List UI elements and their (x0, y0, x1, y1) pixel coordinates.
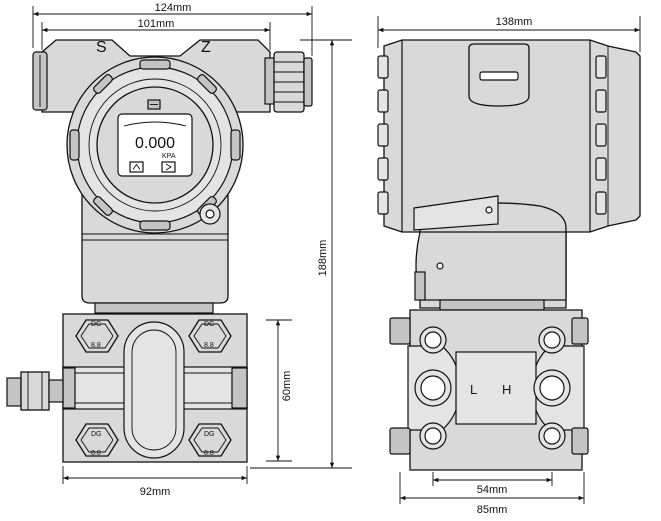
side-tag-clip (413, 195, 499, 231)
flange-bolt: DG 8.8 (75, 423, 119, 457)
housing-label-s: S (96, 39, 107, 56)
dim-overall-height: 188mm (317, 240, 329, 277)
port-label-low: L (470, 382, 477, 397)
right-key-icon[interactable] (161, 161, 176, 173)
svg-text:DG: DG (204, 431, 215, 438)
svg-text:DG: DG (91, 431, 102, 438)
dim-overall-width: 124mm (155, 2, 192, 14)
dim-port-spacing: 54mm (477, 484, 508, 496)
flange-bolt: DG 8.8 (188, 423, 232, 457)
front-dimensions: 124mm 101mm 188mm 60mm 92mm (32, 2, 352, 498)
flange-bolt: DG 8.8 (75, 319, 119, 353)
side-neck-collar (439, 299, 545, 311)
side-view: L H (377, 39, 641, 471)
lcd-window (117, 113, 193, 177)
dim-side-length: 138mm (496, 16, 533, 28)
front-view: S Z (6, 39, 313, 463)
dim-side-flange-width: 85mm (477, 504, 508, 516)
svg-text:DG: DG (91, 321, 102, 328)
port-label-high: H (502, 382, 511, 397)
svg-text:8.8: 8.8 (204, 342, 214, 349)
side-dimensions: 138mm 54mm 85mm (377, 16, 641, 516)
svg-text:8.8: 8.8 (204, 450, 214, 457)
housing-label-z: Z (201, 39, 211, 56)
up-key-icon[interactable] (129, 161, 144, 173)
vent-valve (6, 371, 64, 411)
dim-flange-width: 92mm (140, 486, 171, 498)
dim-flange-height: 60mm (281, 371, 293, 402)
cable-gland (264, 51, 313, 113)
svg-text:8.8: 8.8 (91, 342, 101, 349)
front-flange-pipe (123, 321, 185, 459)
dim-housing-width: 101mm (138, 18, 175, 30)
neck-collar (94, 302, 214, 314)
flange-bolt: DG 8.8 (188, 319, 232, 353)
lcd-unit: KPA (162, 153, 176, 160)
svg-text:8.8: 8.8 (91, 450, 101, 457)
lcd-value: 0.000 (135, 135, 175, 152)
svg-text:DG: DG (204, 321, 215, 328)
